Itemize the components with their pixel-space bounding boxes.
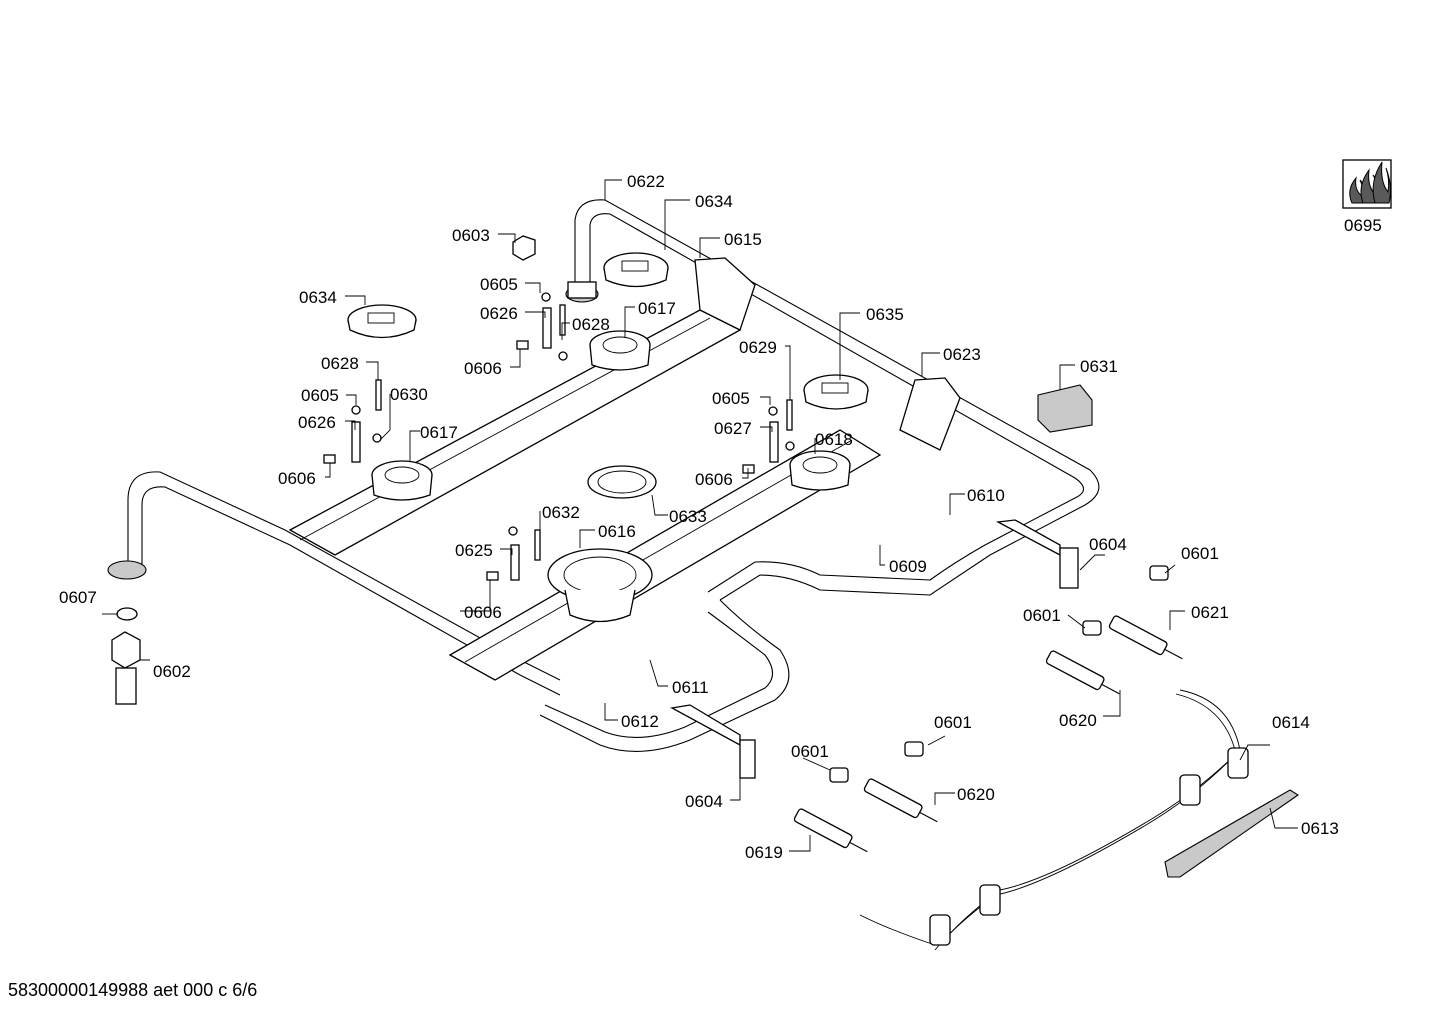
callout-0619: 0619 — [745, 843, 783, 862]
callout-0605: 0605 — [480, 275, 518, 294]
callout-0635: 0635 — [866, 305, 904, 324]
cap-0635 — [803, 374, 869, 410]
ignition-harness — [859, 689, 1249, 951]
burner-wok-center — [547, 548, 653, 623]
cap-0633 — [587, 465, 657, 499]
callout-0634: 0634 — [299, 288, 337, 307]
callout-0620: 0620 — [1059, 711, 1097, 730]
callout-0613: 0613 — [1301, 819, 1339, 838]
callout-0629: 0629 — [739, 338, 777, 357]
gas-pipe-frame — [107, 199, 1100, 752]
callout-0604: 0604 — [1089, 535, 1127, 554]
callout-0606: 0606 — [278, 469, 316, 488]
gas-valves — [793, 615, 1183, 853]
callout-0628: 0628 — [321, 354, 359, 373]
callout-0604: 0604 — [685, 792, 723, 811]
document-footer-code: 58300000149988 aet 000 c 6/6 — [8, 980, 258, 1000]
bracket-0604-right — [995, 519, 1079, 589]
cap-0634-top — [603, 252, 669, 288]
callout-0612: 0612 — [621, 712, 659, 731]
callout-0609: 0609 — [889, 557, 927, 576]
callout-0622: 0622 — [627, 172, 665, 191]
callout-0606: 0606 — [695, 470, 733, 489]
electrodes — [323, 292, 795, 581]
callout-0603: 0603 — [452, 226, 490, 245]
callout-0625: 0625 — [455, 541, 493, 560]
leader-lines — [102, 179, 1298, 852]
callout-0610: 0610 — [967, 486, 1005, 505]
burner-cup-left — [371, 460, 433, 501]
callout-0606: 0606 — [464, 603, 502, 622]
callout-0611: 0611 — [672, 678, 709, 697]
callout-0601: 0601 — [791, 742, 829, 761]
callout-0617: 0617 — [638, 299, 676, 318]
misc-parts — [111, 235, 1169, 783]
callout-0601: 0601 — [934, 713, 972, 732]
callout-0601: 0601 — [1023, 606, 1061, 625]
callout-0695: 0695 — [1344, 216, 1382, 235]
callout-0602: 0602 — [153, 662, 191, 681]
callout-0620: 0620 — [957, 785, 995, 804]
callout-0606: 0606 — [464, 359, 502, 378]
callout-0616: 0616 — [598, 522, 636, 541]
callout-0626: 0626 — [480, 304, 518, 323]
callout-0623: 0623 — [943, 345, 981, 364]
callout-0607: 0607 — [59, 588, 97, 607]
callout-0628: 0628 — [572, 315, 610, 334]
burner-caps — [347, 252, 869, 499]
callout-0634: 0634 — [695, 192, 733, 211]
callout-0605: 0605 — [712, 389, 750, 408]
callout-0633: 0633 — [669, 507, 707, 526]
callout-0631: 0631 — [1080, 357, 1118, 376]
callout-0617: 0617 — [420, 423, 458, 442]
callout-0618: 0618 — [815, 430, 853, 449]
callout-0621: 0621 — [1191, 603, 1229, 622]
cap-0634-left — [347, 304, 417, 339]
burner-cups — [371, 330, 851, 623]
callout-0627: 0627 — [714, 419, 752, 438]
gas-inlet-connector — [111, 607, 141, 705]
burner-cup-top — [589, 330, 651, 371]
callout-0615: 0615 — [724, 230, 762, 249]
gas-flames-icon — [1342, 159, 1392, 209]
burner-cup-right — [789, 450, 851, 491]
callout-0601: 0601 — [1181, 544, 1219, 563]
callout-0626: 0626 — [298, 413, 336, 432]
trim-strip-0613 — [1164, 789, 1299, 878]
callout-0605: 0605 — [301, 386, 339, 405]
callout-0632: 0632 — [542, 503, 580, 522]
callout-0614: 0614 — [1272, 713, 1310, 732]
callout-0630: 0630 — [390, 385, 428, 404]
bracket-0604-left — [670, 704, 756, 779]
